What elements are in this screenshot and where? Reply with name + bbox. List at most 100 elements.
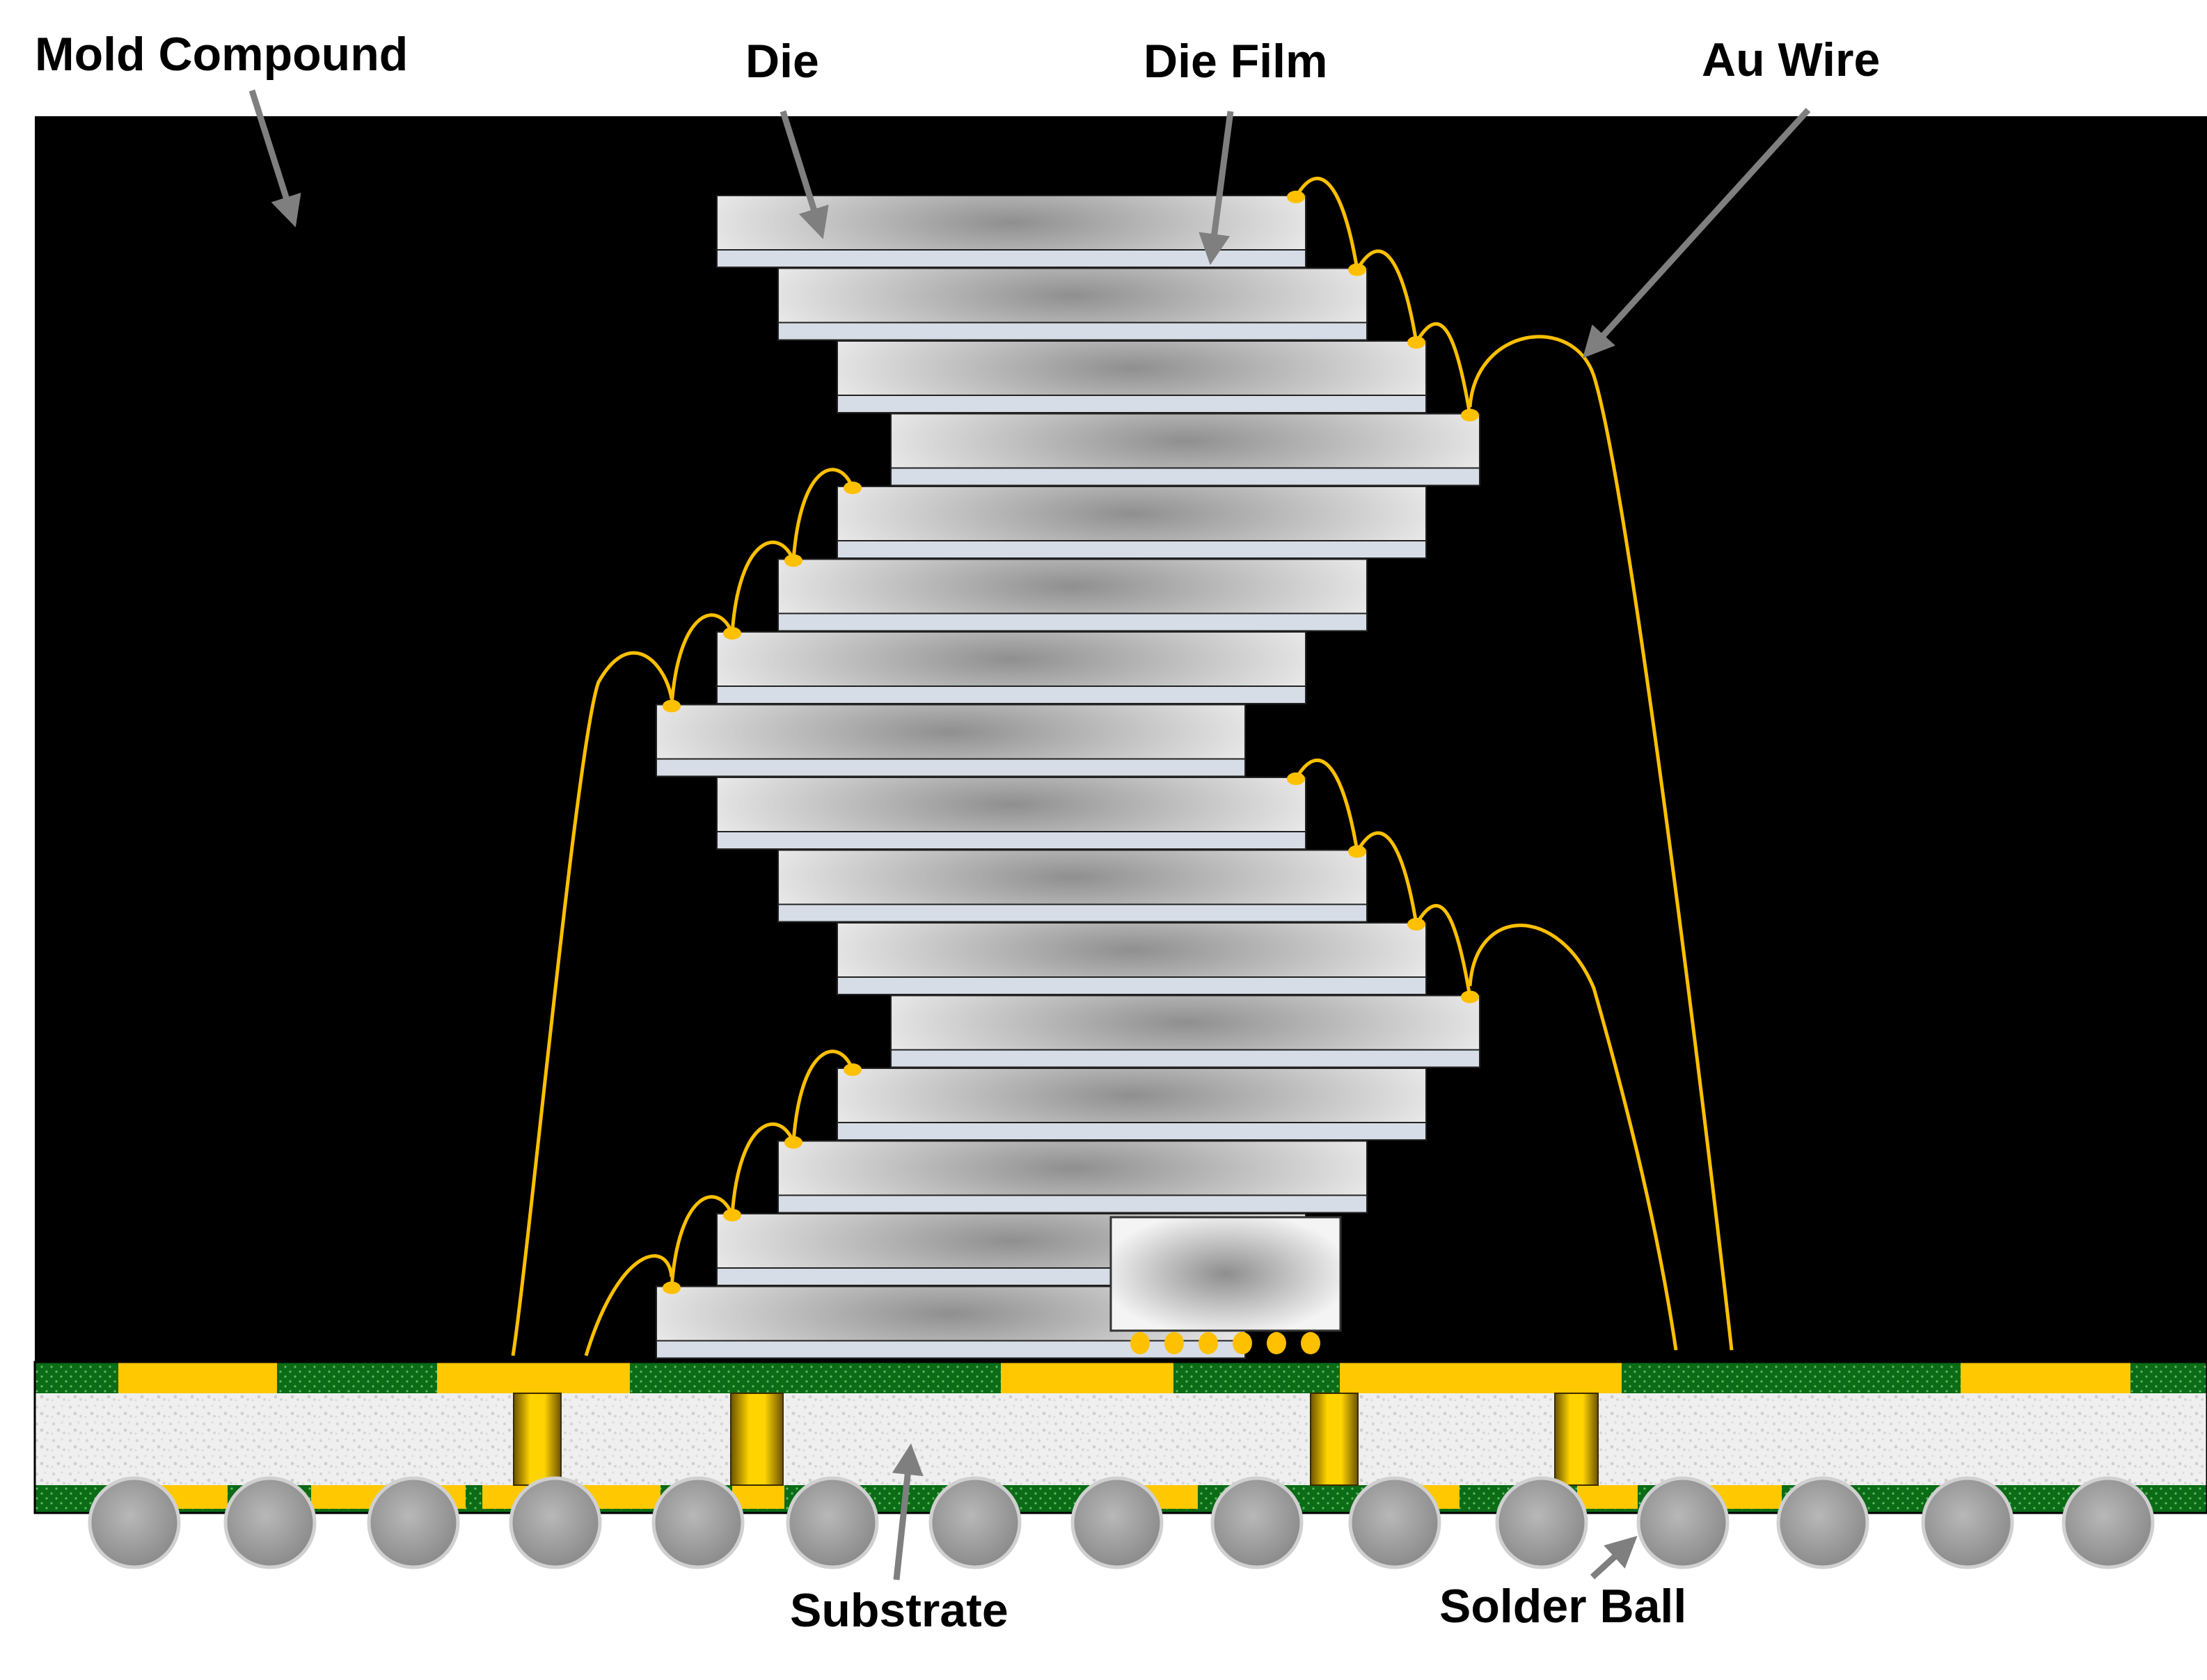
die [716, 777, 1306, 832]
die-arrow [780, 110, 829, 239]
mold-compound-arrow [248, 89, 301, 228]
bond-pad [844, 1063, 862, 1076]
au-wires [511, 176, 1734, 1356]
au-wire [1414, 322, 1472, 415]
solder-ball [1776, 1476, 1869, 1569]
die-film [777, 322, 1368, 341]
die-layer [777, 1140, 1368, 1214]
solder-ball [367, 1476, 460, 1569]
die-layer [837, 486, 1427, 559]
solder-ball [651, 1476, 745, 1569]
die-film [716, 249, 1306, 268]
solder-balls [88, 1476, 2155, 1569]
solder-ball [928, 1476, 1022, 1569]
vias [513, 1393, 1599, 1486]
die [837, 486, 1427, 541]
solder-ball [1210, 1476, 1304, 1569]
solder-ball [1921, 1476, 2014, 1569]
die-film [777, 1194, 1368, 1214]
solder-ball [2062, 1476, 2155, 1569]
solder-ball [786, 1476, 879, 1569]
die [777, 849, 1368, 905]
bond-pad [723, 627, 741, 640]
bond-pad [723, 1209, 741, 1221]
die-film [890, 1049, 1480, 1068]
bond-pad [1348, 845, 1366, 858]
solder-ball [1348, 1476, 1441, 1569]
die-film [837, 976, 1427, 995]
bottom-pad [732, 1485, 784, 1509]
die-film [716, 831, 1306, 850]
bond-pad [1287, 191, 1305, 203]
die-layer [890, 994, 1480, 1068]
controller-bump [1199, 1332, 1218, 1354]
die-film [777, 903, 1368, 923]
substrate-arrow [892, 1443, 924, 1580]
top-pad [118, 1362, 277, 1393]
die-film [837, 540, 1427, 559]
top-pad [437, 1362, 630, 1393]
die-film [656, 1340, 1246, 1359]
bond-pad [844, 482, 862, 494]
top-copper-pads [118, 1362, 2130, 1393]
solder-ball-arrow [1590, 1535, 1638, 1580]
die-film [837, 395, 1427, 413]
top-pad [1001, 1362, 1173, 1393]
die-layer [656, 704, 1246, 777]
substrate-label: Substrate [790, 1584, 1008, 1637]
bond-pads [663, 191, 1479, 1294]
die [890, 413, 1480, 469]
solder-ball [1636, 1476, 1730, 1569]
top-pad [1340, 1362, 1622, 1393]
bond-pad [784, 1136, 802, 1149]
die-stack [656, 195, 1480, 1359]
au-wire [1355, 831, 1418, 925]
controller-chip [1109, 1216, 1342, 1354]
au-wire [730, 540, 796, 634]
controller-bumps [1130, 1332, 1320, 1354]
bond-pad [1407, 918, 1425, 930]
au-wire [584, 1254, 674, 1356]
controller-bump [1301, 1332, 1320, 1354]
solder-ball [509, 1476, 602, 1569]
solder-ball-label: Solder Ball [1439, 1580, 1687, 1633]
au-wire [670, 1195, 734, 1288]
bond-pad [1407, 336, 1425, 349]
die [716, 631, 1306, 687]
au-wire [1294, 176, 1359, 270]
bond-pad [784, 554, 802, 567]
solder-ball [223, 1476, 317, 1569]
bond-pad [1461, 409, 1479, 422]
die-film-label: Die Film [1144, 35, 1328, 88]
au-wire [1468, 335, 1734, 1351]
controller-bump [1267, 1332, 1286, 1354]
au-wire [1355, 249, 1418, 343]
controller-bump [1130, 1332, 1150, 1354]
die [890, 994, 1480, 1051]
mold-compound-label: Mold Compound [35, 28, 409, 81]
die [837, 1068, 1427, 1123]
die [777, 1140, 1368, 1196]
die-layer [837, 1068, 1427, 1141]
controller-bump [1164, 1332, 1184, 1354]
die-film [837, 1122, 1427, 1141]
au-wire [791, 468, 855, 561]
die [837, 922, 1427, 978]
bottom-pad [1577, 1485, 1638, 1509]
solder-ball [88, 1476, 181, 1569]
die-layer [716, 631, 1306, 704]
controller-bump [1233, 1332, 1252, 1354]
die [656, 704, 1246, 760]
die-film [656, 758, 1246, 777]
top-pad [1961, 1362, 2130, 1393]
via [1554, 1393, 1599, 1486]
substrate-core [35, 1393, 2207, 1485]
au-wire [511, 651, 674, 1356]
via [730, 1393, 784, 1486]
die [837, 340, 1427, 396]
die-film-arrow [1199, 111, 1234, 265]
die [777, 267, 1368, 324]
bond-pad [1348, 263, 1366, 276]
solder-ball [1495, 1476, 1588, 1569]
